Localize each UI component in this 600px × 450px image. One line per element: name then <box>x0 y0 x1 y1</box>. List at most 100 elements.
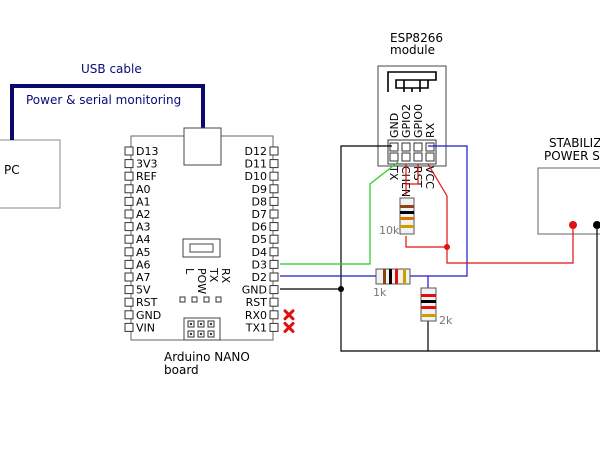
nano-caption-line1: Arduino NANO <box>164 350 250 364</box>
nano-pin-label: 5V <box>136 284 151 297</box>
nano-pin-a3: A3 <box>124 221 151 234</box>
nano-pin-label: TX1 <box>245 321 267 334</box>
nano-pin-label: REF <box>136 170 157 183</box>
led-label: RX <box>219 268 232 284</box>
esp-pin-gpio0: GPIO0 <box>412 104 425 138</box>
nano-pin-label: D5 <box>252 233 267 246</box>
nano-pin-vin: VIN <box>124 321 155 334</box>
usb-purpose-label: Power & serial monitoring <box>26 93 181 107</box>
nano-pin-d5-right: D5 <box>252 233 279 246</box>
nano-pin-a7: A7 <box>124 271 151 284</box>
usb-cable: USB cable Power & serial monitoring <box>10 62 205 140</box>
nano-pin-a4: A4 <box>124 233 151 246</box>
nano-pin-label: RX0 <box>245 309 267 322</box>
led-tx: TX <box>203 267 220 303</box>
esp-title-line1: ESP8266 <box>390 31 443 45</box>
led-label: L <box>183 268 196 275</box>
nano-pin-d9-right: D9 <box>252 183 279 196</box>
nano-pin-d7-right: D7 <box>252 208 279 221</box>
nano-pin-5v: 5V <box>124 284 151 297</box>
nano-pin-d11-right: D11 <box>245 158 279 171</box>
resistor-1k: 1k <box>373 268 411 299</box>
nano-pin-gnd: GND <box>124 309 161 322</box>
nano-pin-rst: RST <box>124 296 158 309</box>
disconnected-rx0-icon <box>283 309 295 321</box>
wire-red-supply <box>446 225 574 264</box>
nano-pin-label: A3 <box>136 221 151 234</box>
nano-pin-label: A7 <box>136 271 151 284</box>
nano-pin-label: A2 <box>136 208 151 221</box>
nano-pin-label: RST <box>136 296 158 309</box>
nano-pin-a2: A2 <box>124 208 151 221</box>
power-label-line2: POWER SOURCE <box>544 149 600 163</box>
nano-pin-a1: A1 <box>124 195 151 208</box>
nano-pin-rst-right: RST <box>246 296 279 309</box>
nano-pin-label: RST <box>246 296 268 309</box>
nano-pin-label: GND <box>136 309 161 322</box>
nano-pin-a5: A5 <box>124 246 151 259</box>
nano-pin-tx1-right: TX1 <box>245 321 279 334</box>
nano-pin-d10-right: D10 <box>245 170 279 183</box>
nano-pin-d13: D13 <box>124 145 158 158</box>
junction-dot-red <box>444 244 450 250</box>
nano-pin-label: A4 <box>136 233 151 246</box>
nano-pin-label: D7 <box>252 208 267 221</box>
nano-pin-label: D4 <box>252 246 267 259</box>
wire-gnd-main <box>340 145 600 352</box>
nano-pin-a0: A0 <box>124 183 151 196</box>
led-rx: RX <box>215 268 232 303</box>
nano-pin-label: 3V3 <box>136 158 158 171</box>
supply-negative-terminal <box>593 221 600 229</box>
power-label-line1: STABILIZED <box>549 136 600 150</box>
esp-pin-gpio2: GPIO2 <box>400 104 413 138</box>
usb-connector <box>183 127 222 166</box>
pc-label: PC <box>4 163 20 177</box>
esp-title-line2: module <box>390 43 435 57</box>
disconnected-tx1-icon <box>283 321 295 333</box>
nano-pin-label: D11 <box>245 158 267 171</box>
esp-pin-tx: TX <box>387 165 400 181</box>
nano-pin-3v3: 3V3 <box>124 158 158 171</box>
nano-pin-d12-right: D12 <box>245 145 279 158</box>
nano-pin-label: A6 <box>136 258 151 271</box>
nano-pin-label: D3 <box>252 258 267 271</box>
antenna-trace-icon <box>387 71 437 92</box>
resistor-10k-label: 10k <box>379 224 400 237</box>
nano-pin-a6: A6 <box>124 258 151 271</box>
esp-pin-rx: RX <box>424 122 437 138</box>
led-l: L <box>179 268 196 303</box>
supply-positive-terminal <box>569 221 577 229</box>
nano-pin-label: GND <box>242 284 267 297</box>
nano-pin-label: A5 <box>136 246 151 259</box>
nano-pin-label: D13 <box>136 145 158 158</box>
nano-pin-label: D9 <box>252 183 267 196</box>
nano-pin-label: D12 <box>245 145 267 158</box>
nano-caption-line2: board <box>164 363 199 377</box>
resistor-2k-label: 2k <box>439 314 453 327</box>
wire-red-chen <box>407 164 419 185</box>
disconnected-marks <box>283 309 295 333</box>
resistor-1k-label: 1k <box>373 286 387 299</box>
resistor-2k: 2k <box>420 287 453 327</box>
nano-pin-d6-right: D6 <box>252 221 279 234</box>
esp-pin-vcc: VCC <box>423 166 436 189</box>
esp-pin-gnd: GND <box>388 113 401 138</box>
led-label: POW <box>195 268 208 294</box>
resistor-10k: 10k <box>379 197 415 237</box>
nano-pin-rx0-right: RX0 <box>245 309 279 322</box>
nano-pin-d8-right: D8 <box>252 195 279 208</box>
nano-pin-label: D10 <box>245 170 267 183</box>
wire-green-d3 <box>280 161 399 265</box>
nano-pin-gnd-right: GND <box>242 284 279 297</box>
nano-pin-label: D6 <box>252 221 267 234</box>
junction-dot <box>338 286 344 292</box>
power-source: STABILIZED POWER SOURCE <box>537 136 600 235</box>
pc-box: PC <box>0 139 61 209</box>
led-label: TX <box>207 267 220 283</box>
